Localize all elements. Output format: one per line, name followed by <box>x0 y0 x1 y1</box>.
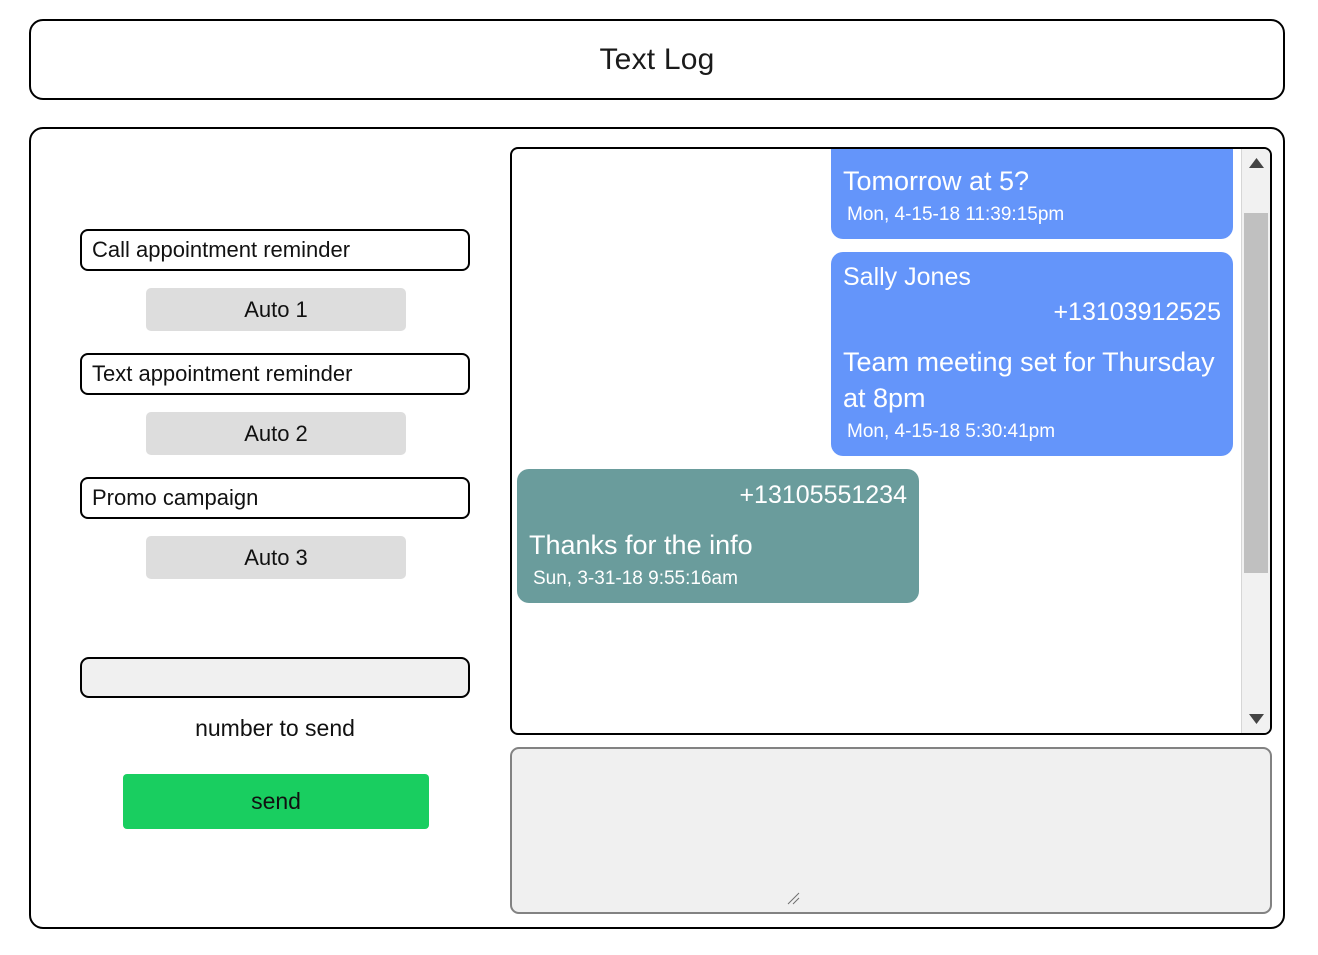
send-button[interactable]: send <box>123 774 429 829</box>
campaign-sidebar: Call appointment reminder Auto 1 Text ap… <box>80 229 472 829</box>
number-to-send-input[interactable] <box>80 657 470 698</box>
message-bubble[interactable]: Sally Jones +13103912525 Team meeting se… <box>831 252 1233 456</box>
message-list-scrollbar[interactable] <box>1241 149 1270 733</box>
message-bubble[interactable]: +13105551234 Thanks for the info Sun, 3-… <box>517 469 919 603</box>
auto-button-2[interactable]: Auto 2 <box>146 412 406 455</box>
compose-message-textarea[interactable] <box>510 747 1272 914</box>
campaign-name-2[interactable]: Text appointment reminder <box>80 353 470 395</box>
message-log-panel: +13107730499 Tomorrow at 5? Mon, 4-15-18… <box>510 147 1272 735</box>
message-number: +13103912525 <box>1053 298 1221 326</box>
message-bubble[interactable]: +13107730499 Tomorrow at 5? Mon, 4-15-18… <box>831 149 1233 239</box>
message-timestamp: Mon, 4-15-18 5:30:41pm <box>847 421 1056 442</box>
auto-button-1[interactable]: Auto 1 <box>146 288 406 331</box>
header-panel: Text Log <box>29 19 1285 100</box>
page-title: Text Log <box>599 42 715 76</box>
scroll-down-arrow-icon[interactable] <box>1242 705 1270 733</box>
campaign-group-1: Call appointment reminder Auto 1 <box>80 229 472 331</box>
message-number: +13105551234 <box>739 481 907 509</box>
message-track: +13107730499 Tomorrow at 5? Mon, 4-15-18… <box>512 149 1241 616</box>
message-body: Tomorrow at 5? <box>843 166 1030 196</box>
campaign-name-1[interactable]: Call appointment reminder <box>80 229 470 271</box>
number-to-send-label: number to send <box>195 715 355 741</box>
scrollbar-thumb[interactable] <box>1244 213 1268 573</box>
campaign-name-3[interactable]: Promo campaign <box>80 477 470 519</box>
scroll-up-arrow-icon[interactable] <box>1242 149 1270 177</box>
campaign-group-3: Promo campaign Auto 3 <box>80 477 472 579</box>
message-body: Team meeting set for Thursday at 8pm <box>843 347 1215 413</box>
message-list[interactable]: +13107730499 Tomorrow at 5? Mon, 4-15-18… <box>512 149 1241 733</box>
message-sender-name: Sally Jones <box>843 263 971 291</box>
main-panel: Call appointment reminder Auto 1 Text ap… <box>29 127 1285 929</box>
message-body: Thanks for the info <box>529 530 753 560</box>
auto-button-3[interactable]: Auto 3 <box>146 536 406 579</box>
message-timestamp: Sun, 3-31-18 9:55:16am <box>533 568 738 589</box>
campaign-group-2: Text appointment reminder Auto 2 <box>80 353 472 455</box>
message-timestamp: Mon, 4-15-18 11:39:15pm <box>847 204 1065 225</box>
